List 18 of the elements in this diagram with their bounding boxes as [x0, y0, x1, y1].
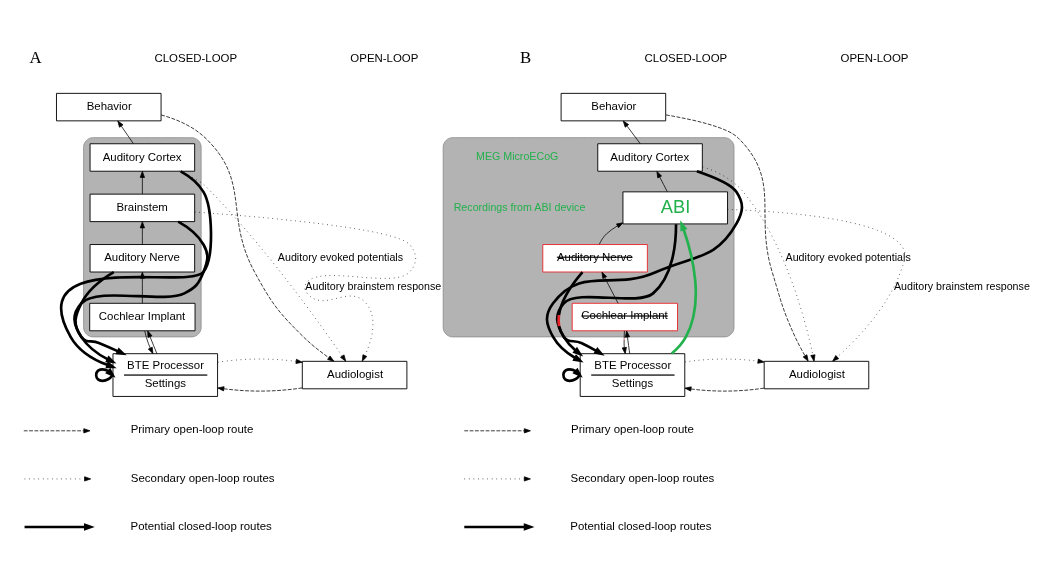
label: A	[29, 47, 42, 67]
edge-label: Auditory evoked potentials	[277, 250, 404, 263]
edge-label: Auditory evoked potentials	[785, 250, 911, 263]
edge-label: Auditory brainstem response	[305, 279, 442, 292]
legend-label: Secondary open-loop routes	[130, 471, 275, 484]
label: OPEN-LOOP	[840, 51, 909, 64]
node-label: MEG MicroECoG	[476, 149, 559, 162]
node-label: Recordings from ABI device	[453, 200, 586, 213]
legend-label: Potential closed-loop routes	[130, 519, 272, 532]
legend-label: Potential closed-loop routes	[570, 519, 712, 532]
label: B	[520, 47, 532, 67]
label: CLOSED-LOOP	[644, 51, 728, 64]
legend-label: Primary open-loop route	[571, 422, 694, 435]
label: CLOSED-LOOP	[154, 51, 238, 64]
legend-label: Secondary open-loop routes	[570, 471, 715, 484]
label: OPEN-LOOP	[350, 51, 419, 64]
legend-label: Primary open-loop route	[130, 422, 254, 435]
edge-label: Auditory brainstem response	[893, 279, 1030, 292]
